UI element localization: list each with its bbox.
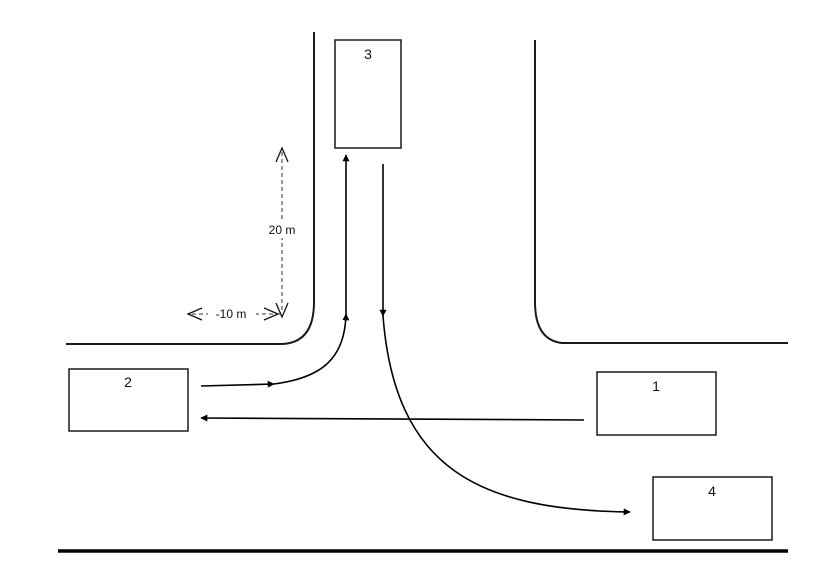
- dimension-20m: 20 m: [262, 146, 302, 319]
- vehicle-2-path: [200, 154, 350, 388]
- dimension-10m: -10 m: [186, 305, 282, 323]
- dimension-horizontal-label: -10 m: [216, 307, 247, 321]
- dimension-vertical-label: 20 m: [269, 223, 296, 237]
- vehicle-3-path: [379, 164, 631, 516]
- road-edge-left-vertical: [66, 32, 315, 345]
- vehicle-4-label: 4: [708, 483, 716, 499]
- vehicle-1-path: [200, 414, 585, 422]
- vehicle-2: 2: [68, 368, 189, 432]
- vehicle-3: 3: [334, 39, 402, 149]
- road-edge-right-vertical: [534, 40, 788, 344]
- vehicle-1-label: 1: [652, 378, 660, 394]
- vehicle-2-label: 2: [124, 374, 132, 390]
- vehicle-3-label: 3: [364, 46, 372, 62]
- vehicle-4: 4: [652, 476, 773, 541]
- vehicle-1: 1: [596, 371, 717, 436]
